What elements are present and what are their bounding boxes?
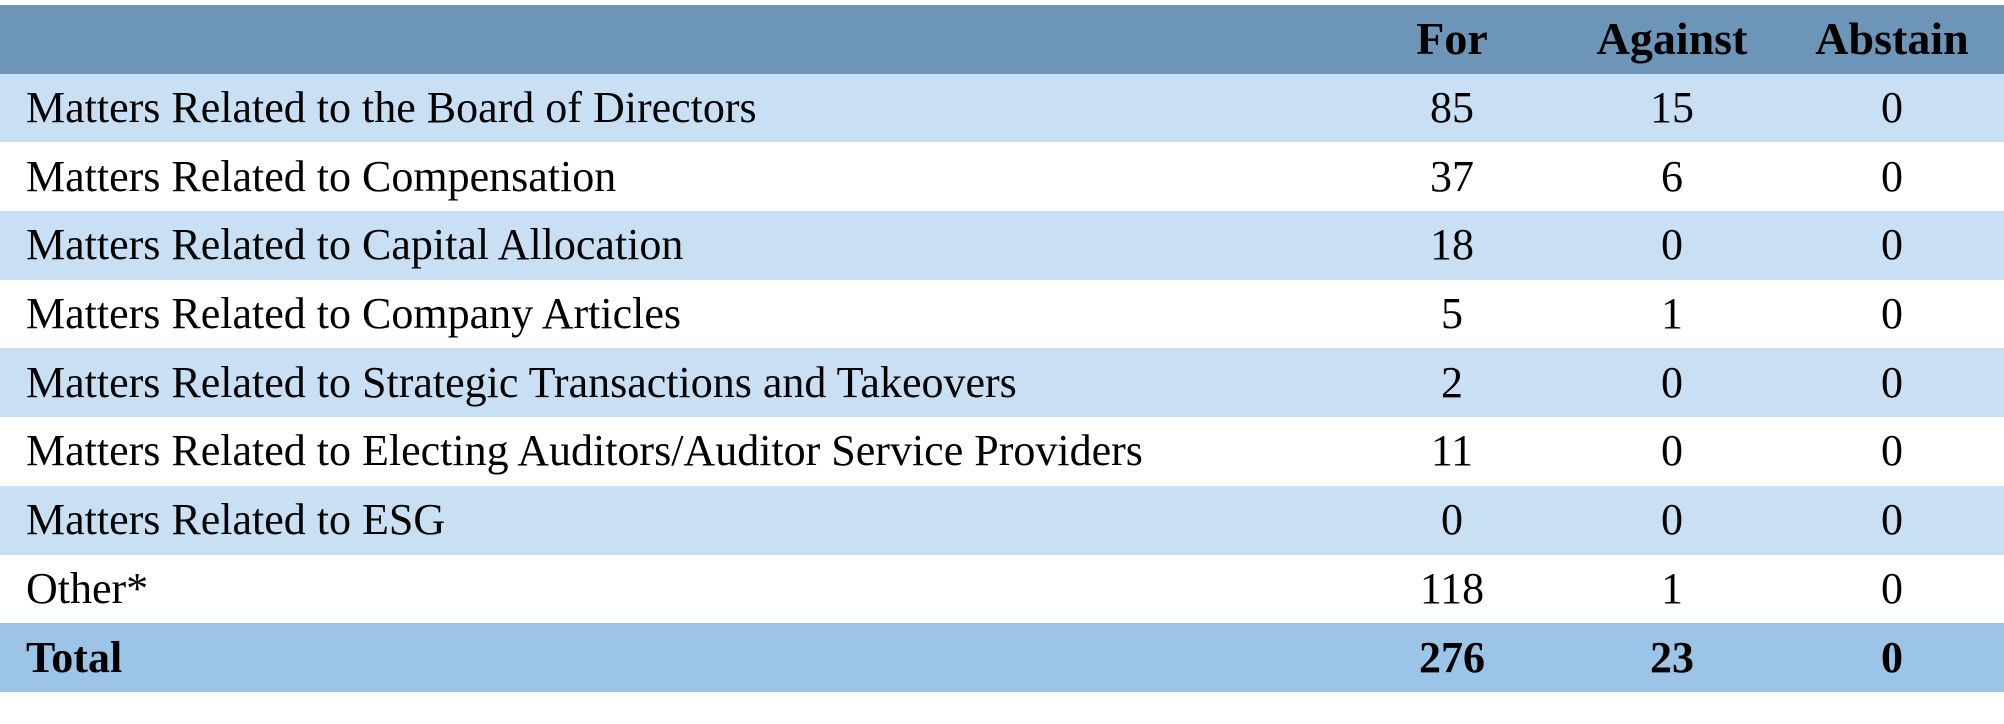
row-abstain: 0 (1881, 83, 1903, 133)
table-row: Matters Related to Compensation 37 6 0 (0, 142, 2004, 212)
row-for: 11 (1430, 426, 1474, 476)
row-label: Matters Related to Electing Auditors/Aud… (26, 426, 1143, 476)
row-against: 6 (1661, 151, 1683, 201)
row-abstain: 0 (1881, 563, 1903, 613)
row-label: Matters Related to ESG (26, 495, 446, 545)
row-for: 18 (1430, 220, 1474, 270)
row-against: 1 (1661, 563, 1683, 613)
row-for: 2 (1441, 357, 1463, 407)
table-row: Matters Related to Capital Allocation 18… (0, 211, 2004, 280)
row-label: Matters Related to the Board of Director… (26, 83, 757, 133)
table-row: Matters Related to ESG 0 0 0 (0, 485, 2004, 555)
header-for: For (1416, 13, 1488, 65)
table-header-row: For Against Abstain (0, 5, 2004, 74)
header-against: Against (1596, 13, 1748, 65)
row-abstain: 0 (1881, 357, 1903, 407)
row-label: Matters Related to Company Articles (26, 289, 681, 339)
row-against: 0 (1661, 357, 1683, 407)
total-abstain: 0 (1881, 632, 1903, 682)
row-for: 0 (1441, 495, 1463, 545)
row-abstain: 0 (1881, 151, 1903, 201)
table-row: Matters Related to the Board of Director… (0, 73, 2004, 143)
table-row: Matters Related to Strategic Transaction… (0, 348, 2004, 418)
total-label: Total (26, 632, 123, 682)
row-for: 37 (1430, 151, 1474, 201)
row-label: Matters Related to Capital Allocation (26, 220, 684, 270)
row-for: 85 (1430, 83, 1474, 133)
row-abstain: 0 (1881, 426, 1903, 476)
row-label: Other* (26, 563, 149, 613)
row-label: Matters Related to Strategic Transaction… (26, 357, 1017, 407)
table-row: Matters Related to Company Articles 5 1 … (0, 279, 2004, 349)
row-label: Matters Related to Compensation (26, 151, 617, 201)
table-total-row: Total 276 23 0 (0, 623, 2004, 692)
row-for: 118 (1419, 563, 1485, 613)
row-abstain: 0 (1881, 220, 1903, 270)
total-for: 276 (1419, 632, 1485, 682)
row-abstain: 0 (1881, 495, 1903, 545)
row-against: 1 (1661, 289, 1683, 339)
row-against: 0 (1661, 426, 1683, 476)
row-against: 0 (1661, 220, 1683, 270)
row-abstain: 0 (1881, 289, 1903, 339)
row-for: 5 (1441, 289, 1463, 339)
proxy-voting-table: For Against Abstain Matters Related to t… (0, 5, 2004, 692)
table-row: Other* 118 1 0 (0, 554, 2004, 624)
row-against: 15 (1650, 83, 1694, 133)
total-against: 23 (1650, 632, 1694, 682)
header-abstain: Abstain (1815, 13, 1969, 65)
table-row: Matters Related to Electing Auditors/Aud… (0, 417, 2004, 486)
row-against: 0 (1661, 495, 1683, 545)
